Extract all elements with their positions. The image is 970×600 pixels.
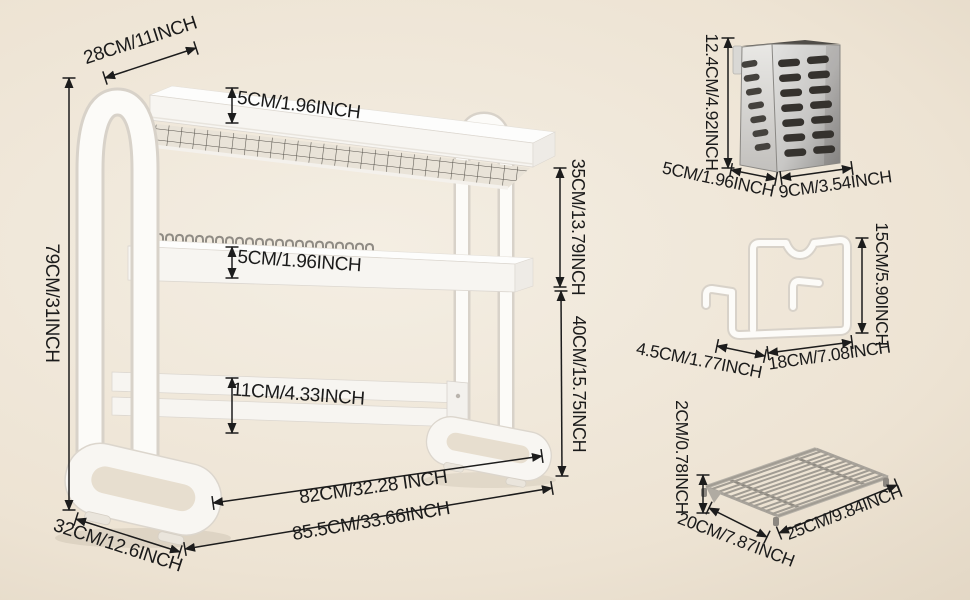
label-rack-top-depth: 28CM/11INCH: [81, 13, 199, 69]
rack-left-frame: [75, 87, 160, 507]
dim-hook-width: [767, 338, 853, 357]
label-utensil-width: 9CM/3.54INCH: [777, 166, 893, 202]
dim-rack-top-depth: [104, 46, 197, 80]
dim-utensil-width: [780, 164, 853, 182]
label-hook-height: 15CM/5.90INCH: [872, 222, 892, 345]
label-utensil-height: 12.4CM/4.92INCH: [702, 34, 722, 171]
label-tier-gap-lower: 40CM/15.75INCH: [569, 316, 589, 452]
hanging-tab: [732, 45, 743, 75]
tray-corner-bracket: [706, 487, 722, 503]
hook-bracket-illustration: [701, 235, 852, 340]
label-hook-width: 18CM/7.08INCH: [767, 337, 892, 374]
dim-hook-depth: [716, 343, 766, 359]
label-tray-height: 2CM/0.78INCH: [672, 400, 692, 514]
label-hook-depth: 4.5CM/1.77INCH: [635, 338, 764, 382]
rack-top-shelf: [134, 85, 557, 190]
label-rack-height: 79CM/31INCH: [41, 243, 62, 362]
main-rack-illustration: [55, 85, 557, 548]
dim-tray-width: [778, 484, 898, 534]
dim-base-depth: [75, 517, 181, 554]
mesh-grid: [135, 124, 530, 188]
label-tier-gap-upper: 35CM/13.79INCH: [568, 159, 588, 295]
utensil-holder-illustration: [732, 40, 841, 173]
dim-tier-gap-lower: [556, 290, 567, 477]
dim-tray-depth: [708, 507, 768, 538]
dim-utensil-depth: [730, 167, 777, 182]
dimension-lines: [62, 37, 901, 559]
dim-overall-width: [184, 485, 553, 552]
